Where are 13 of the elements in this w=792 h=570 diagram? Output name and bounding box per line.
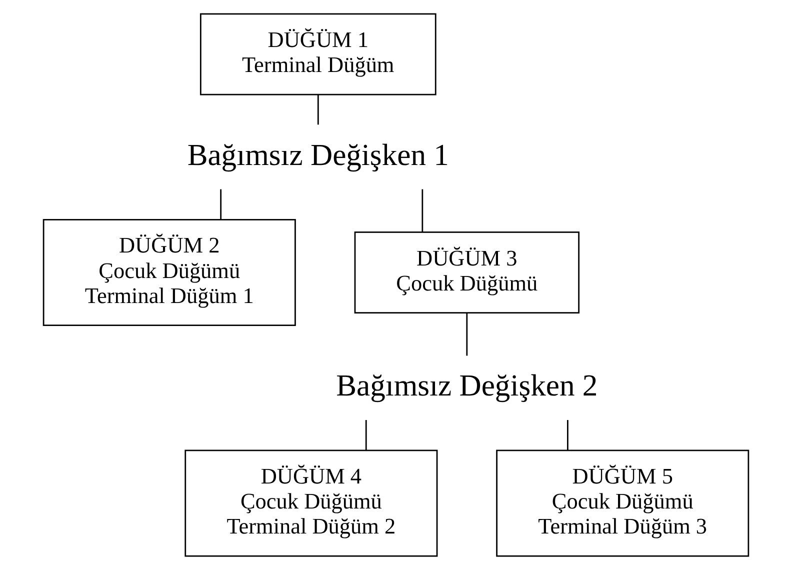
node-box: DÜĞÜM 2 Çocuk Düğümü Terminal Düğüm 1: [42, 218, 296, 326]
node-text: Bağımsız Değişken 2: [336, 368, 598, 403]
node-box: DÜĞÜM 4 Çocuk Düğümü Terminal Düğüm 2: [184, 450, 438, 557]
node-box: DÜĞÜM 5 Çocuk Düğümü Terminal Düğüm 3: [496, 450, 750, 557]
node-box: DÜĞÜM 3 Çocuk Düğümü: [354, 231, 580, 314]
node-text: Bağımsız Değişken 1: [187, 138, 449, 172]
connector: [220, 189, 222, 220]
connector: [567, 420, 568, 450]
connector: [422, 189, 424, 232]
node-box: DÜĞÜM 1 Terminal Düğüm: [200, 13, 436, 96]
connector: [365, 420, 367, 450]
connector: [317, 94, 319, 125]
connector: [466, 312, 468, 356]
